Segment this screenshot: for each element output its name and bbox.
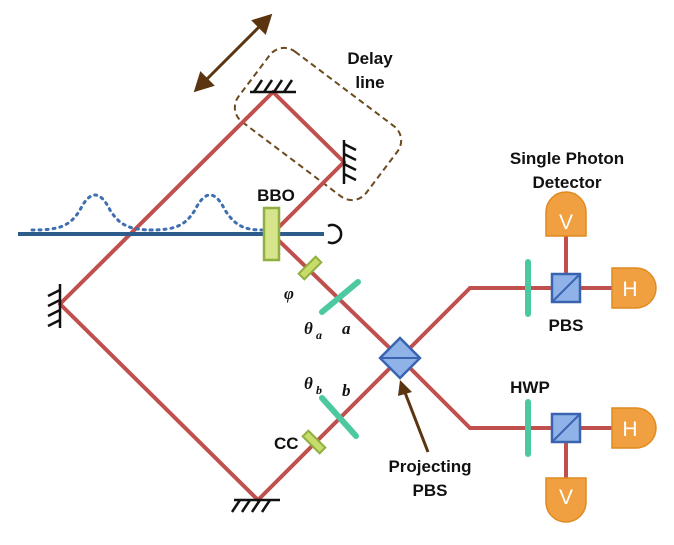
- mirror-delay-right: [342, 140, 357, 184]
- projecting-pbs-arrow: [398, 380, 430, 453]
- a-label: a: [342, 319, 351, 338]
- pulse-left: [30, 193, 157, 232]
- detector-bottom-v: V: [545, 477, 587, 523]
- single-photon-label-1: Single Photon: [510, 149, 624, 168]
- cc-label: CC: [274, 434, 299, 453]
- waveplate-a: [319, 279, 361, 315]
- mirror-bottom: [230, 498, 280, 513]
- detector-bottom-v-label: V: [559, 486, 573, 509]
- pbs-label: PBS: [549, 316, 584, 335]
- bbo-crystal: [262, 206, 281, 262]
- theta-a-sub: a: [316, 328, 322, 342]
- detector-bottom-h: H: [611, 407, 657, 449]
- hwp-label: HWP: [510, 378, 550, 397]
- delay-line-label-1: Delay: [347, 49, 393, 68]
- detector-top-h-label: H: [622, 278, 637, 301]
- detector-top-v-label: V: [559, 211, 573, 234]
- projecting-label-2: PBS: [413, 481, 448, 500]
- phi-label: φ: [284, 284, 294, 303]
- cc-plate: [301, 429, 327, 455]
- single-photon-label-2: Detector: [533, 173, 602, 192]
- bbo-label: BBO: [257, 186, 295, 205]
- pbs-bottom: [550, 412, 582, 444]
- phi-plate: [297, 255, 323, 281]
- theta-b-sub: b: [316, 383, 322, 397]
- pbs-top: [550, 272, 582, 304]
- waveplate-b: [319, 395, 359, 439]
- detector-bottom-h-label: H: [622, 418, 637, 441]
- mirror-left: [47, 284, 62, 328]
- b-label: b: [342, 381, 351, 400]
- pulse-right: [148, 193, 264, 232]
- beam-paths: [58, 90, 614, 502]
- theta-b-label: θ: [304, 374, 313, 393]
- mirror-top: [250, 79, 296, 94]
- projecting-pbs: [378, 336, 422, 380]
- delay-line-box: [233, 46, 403, 202]
- detector-top-v: V: [545, 191, 587, 237]
- detector-top-h: H: [611, 267, 657, 309]
- delay-line-label-2: line: [355, 73, 384, 92]
- projecting-label-1: Projecting: [388, 457, 471, 476]
- theta-a-label: θ: [304, 319, 313, 338]
- beam-dump-icon: [327, 223, 343, 245]
- delay-arrow: [193, 13, 273, 93]
